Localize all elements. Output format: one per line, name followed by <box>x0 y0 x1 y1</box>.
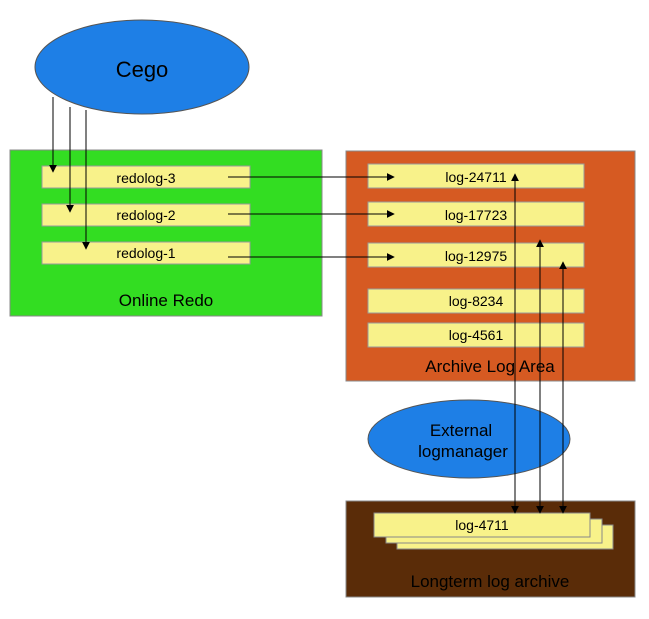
redolog-label-2: redolog-2 <box>116 207 175 223</box>
archive-log-box-4 <box>367 288 585 314</box>
archive-log-label-1: log-24711 <box>445 169 506 185</box>
cego-process <box>34 19 250 115</box>
longterm-log-label: log-4711 <box>455 517 509 533</box>
archive-log-box-1 <box>367 163 585 189</box>
cego-label: Cego <box>116 57 169 82</box>
redolog-box-2 <box>41 203 251 227</box>
online-redo-label: Online Redo <box>119 291 214 310</box>
redolog-label-1: redolog-1 <box>116 245 175 261</box>
external-logmanager-process <box>367 399 571 479</box>
longterm-log-stack-front <box>373 512 591 538</box>
external-logmanager-label-line1: External <box>430 421 492 440</box>
longterm-archive-label: Longterm log archive <box>411 572 570 591</box>
archive-log-area-label: Archive Log Area <box>425 357 555 376</box>
archive-log-box-5 <box>367 322 585 348</box>
archive-log-box-3 <box>367 242 585 268</box>
redolog-box-1 <box>41 241 251 265</box>
archive-log-label-4: log-8234 <box>449 293 504 309</box>
archive-log-label-3: log-12975 <box>445 248 507 264</box>
redolog-label-3: redolog-3 <box>116 170 175 186</box>
archive-log-box-2 <box>367 201 585 227</box>
archive-log-label-5: log-4561 <box>449 327 504 343</box>
external-logmanager-label-line2: logmanager <box>418 442 508 461</box>
archive-log-label-2: log-17723 <box>445 207 507 223</box>
